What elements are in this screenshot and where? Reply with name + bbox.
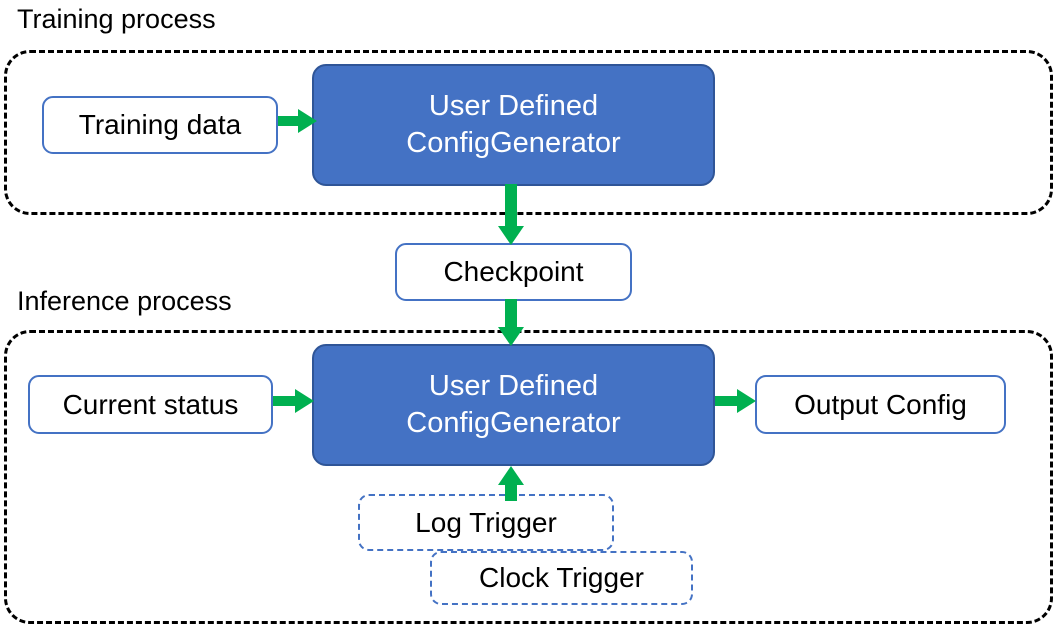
node-training-data-label: Training data	[78, 109, 242, 140]
training-process-container	[4, 50, 1053, 215]
node-inference-config-generator[interactable]: User Defined ConfigGenerator	[312, 344, 715, 466]
arrow-training-data-to-generator-icon	[278, 108, 318, 134]
node-checkpoint[interactable]: Checkpoint	[395, 243, 632, 301]
arrow-triggers-to-generator-icon	[497, 466, 525, 502]
arrow-checkpoint-to-inference-generator-icon	[497, 299, 525, 347]
node-train-config-generator-text: User Defined ConfigGenerator	[406, 88, 620, 162]
node-current-status-label: Current status	[62, 388, 239, 420]
node-train-config-generator-line2: ConfigGenerator	[406, 127, 621, 159]
arrow-current-status-to-generator-icon	[273, 388, 315, 414]
inference-process-container	[4, 330, 1053, 624]
node-inference-config-generator-line1: User Defined	[428, 370, 599, 402]
node-output-config[interactable]: Output Config	[755, 375, 1006, 434]
node-output-config-label: Output Config	[794, 388, 967, 420]
node-current-status[interactable]: Current status	[28, 375, 273, 434]
node-log-trigger[interactable]: Log Trigger	[358, 494, 614, 551]
node-inference-config-generator-text: User Defined ConfigGenerator	[406, 368, 620, 442]
node-train-config-generator[interactable]: User Defined ConfigGenerator	[312, 64, 715, 186]
inference-process-title: Inference process	[17, 286, 232, 316]
node-inference-config-generator-line2: ConfigGenerator	[406, 407, 621, 439]
arrow-generator-to-output-config-icon	[715, 388, 757, 414]
node-checkpoint-label: Checkpoint	[443, 256, 584, 287]
node-log-trigger-label: Log Trigger	[415, 506, 557, 538]
arrow-generator-to-checkpoint-icon	[497, 184, 525, 246]
node-train-config-generator-line1: User Defined	[428, 90, 599, 122]
node-clock-trigger-label: Clock Trigger	[479, 562, 644, 593]
node-training-data[interactable]: Training data	[42, 96, 278, 154]
node-clock-trigger[interactable]: Clock Trigger	[430, 551, 693, 605]
training-process-title: Training process	[17, 4, 216, 34]
